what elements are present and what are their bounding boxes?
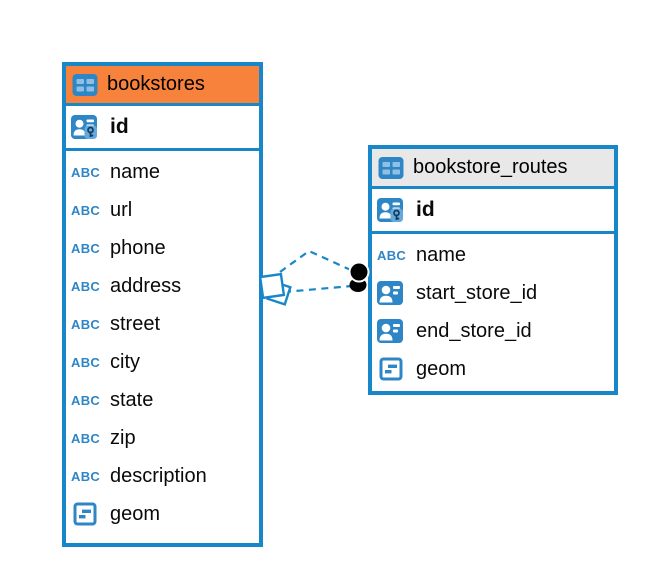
abc-icon: ABC [71, 164, 101, 180]
abc-icon: ABC [71, 202, 101, 218]
column-name: zip [110, 426, 136, 449]
column-row-city[interactable]: ABC city [66, 343, 259, 381]
relationship-line-upper [279, 249, 354, 273]
pk-name: id [110, 115, 129, 138]
column-name: start_store_id [416, 281, 538, 304]
column-name: city [110, 350, 140, 373]
table-title: bookstores [107, 73, 205, 95]
column-name: url [110, 198, 133, 221]
abc-icon: ABC [71, 392, 101, 408]
abc-icon: ABC [71, 316, 101, 332]
geometry-icon [71, 502, 102, 526]
column-name: street [110, 312, 161, 335]
column-row-geom[interactable]: geom [66, 495, 259, 533]
abc-icon: ABC [71, 278, 101, 294]
person-key-icon [377, 198, 408, 222]
abc-icon: ABC [71, 430, 101, 446]
pk-row-id[interactable]: id [372, 190, 614, 230]
column-row-name[interactable]: ABC name [66, 153, 259, 191]
person-key-icon [71, 115, 102, 139]
column-name: phone [110, 236, 166, 259]
column-name: geom [110, 502, 161, 525]
table-icon [378, 156, 404, 180]
person-ref-icon [377, 281, 408, 305]
column-row-zip[interactable]: ABC zip [66, 419, 259, 457]
column-name: name [110, 160, 161, 183]
dot-marker [348, 261, 370, 292]
column-name: name [416, 243, 467, 266]
column-row-state[interactable]: ABC state [66, 381, 259, 419]
column-row-url[interactable]: ABC url [66, 191, 259, 229]
relationship-line-lower [283, 284, 353, 294]
table-bookstore-routes[interactable]: bookstore_routes [368, 145, 618, 395]
column-row-start-store-id[interactable]: start_store_id [372, 274, 614, 312]
column-row-street[interactable]: ABC street [66, 305, 259, 343]
abc-icon: ABC [71, 468, 101, 484]
table-header-bookstores[interactable]: bookstores [66, 66, 259, 106]
column-name: end_store_id [416, 319, 532, 342]
table-header-bookstore-routes[interactable]: bookstore_routes [372, 149, 614, 189]
table-icon [72, 73, 98, 97]
abc-icon: ABC [71, 354, 101, 370]
column-row-end-store-id[interactable]: end_store_id [372, 312, 614, 350]
column-row-address[interactable]: ABC address [66, 267, 259, 305]
column-name: description [110, 464, 207, 487]
table-bookstores[interactable]: bookstores id [62, 62, 263, 547]
pk-name: id [416, 198, 435, 221]
diamond-marker [258, 272, 292, 306]
person-ref-icon [377, 319, 408, 343]
column-row-description[interactable]: ABC description [66, 457, 259, 495]
column-name: address [110, 274, 182, 297]
abc-icon: ABC [377, 247, 407, 263]
abc-icon: ABC [71, 240, 101, 256]
column-row-name[interactable]: ABC name [372, 236, 614, 274]
column-name: geom [416, 357, 467, 380]
table-title: bookstore_routes [413, 156, 568, 178]
column-name: state [110, 388, 154, 411]
geometry-icon [377, 357, 408, 381]
column-row-phone[interactable]: ABC phone [66, 229, 259, 267]
column-row-geom[interactable]: geom [372, 350, 614, 388]
pk-row-id[interactable]: id [66, 107, 259, 147]
